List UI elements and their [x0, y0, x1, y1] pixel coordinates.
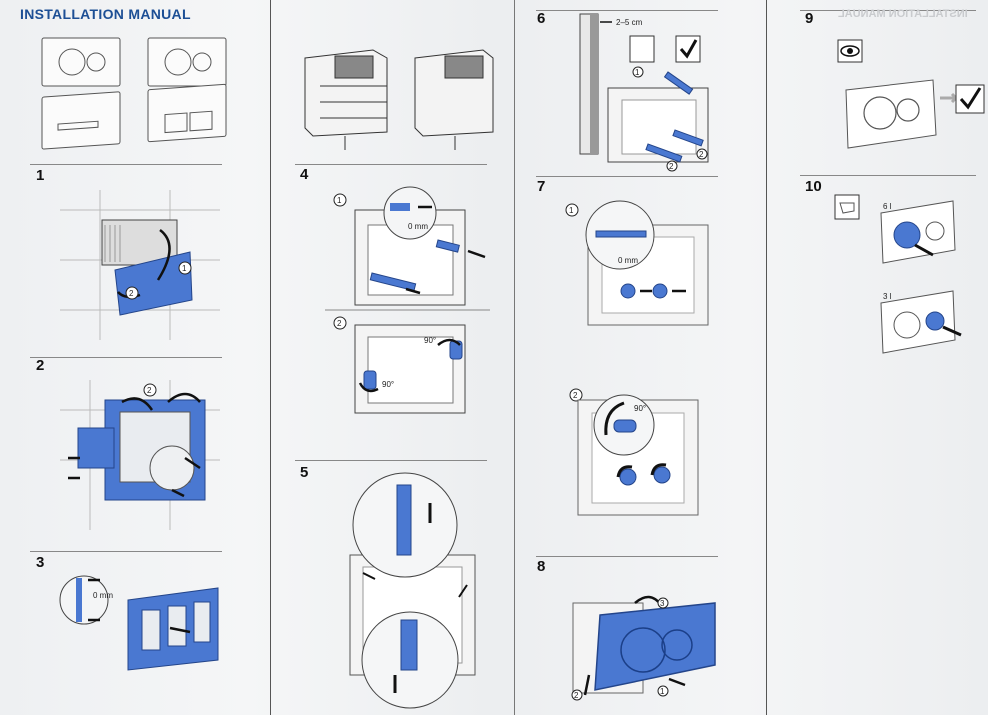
sub-label: 2 — [574, 691, 579, 700]
flush-volume-label: 3 l — [883, 292, 892, 301]
section-rule — [30, 164, 222, 165]
sub-label: 1 — [660, 687, 665, 696]
column-divider-2 — [514, 0, 515, 715]
step1-illustration: 1 2 — [60, 190, 220, 340]
mirrored-bleed-title: INSTALLATION MANUAL — [838, 8, 968, 20]
sub-label: 1 — [569, 206, 574, 215]
sub-label: 2 — [129, 289, 134, 298]
sub-label: 2 — [337, 319, 342, 328]
section-rule — [295, 164, 487, 165]
sub-label: 1 — [337, 196, 342, 205]
section-rule — [295, 460, 487, 461]
step-number-5: 5 — [300, 464, 309, 481]
angle-label: 90° — [424, 336, 436, 345]
step9-illustration — [837, 39, 985, 149]
sub-label: 3 — [660, 599, 665, 608]
section-rule — [536, 10, 718, 11]
measure-label: 0 mm — [618, 256, 638, 265]
sub-label: 1 — [182, 264, 187, 273]
measure-label: 0 mm — [93, 591, 113, 600]
sub-label: 1 — [635, 68, 640, 77]
sub-label: 2 — [147, 386, 152, 395]
sub-label: 2 — [669, 162, 674, 171]
section-rule — [800, 175, 976, 176]
step-number-2: 2 — [36, 357, 45, 374]
section-rule — [30, 357, 222, 358]
column-divider-1 — [270, 0, 271, 715]
step-number-7: 7 — [537, 178, 546, 195]
step6-illustration: 2–5 cm 1 2 2 — [579, 13, 709, 172]
step2-illustration: 2 — [60, 380, 220, 530]
sub-label: 2 — [699, 150, 704, 159]
angle-label: 90° — [382, 380, 394, 389]
step-number-10: 10 — [805, 178, 822, 195]
spacing-label: 2–5 cm — [616, 18, 643, 27]
step-number-8: 8 — [537, 558, 546, 575]
flush-plate-variants-illustration — [41, 37, 227, 150]
step7-illustration: 1 0 mm 2 90° — [565, 200, 709, 516]
step10-illustration: 6 l 3 l — [834, 194, 962, 354]
angle-label: 90° — [634, 404, 646, 413]
step-number-9: 9 — [805, 10, 814, 27]
section-rule — [536, 176, 718, 177]
step4-illustration: 1 0 mm 2 90° 90° — [325, 186, 490, 414]
cistern-frames-illustration — [304, 49, 494, 150]
manual-title: INSTALLATION MANUAL — [20, 6, 191, 22]
section-rule — [536, 556, 718, 557]
sub-label: 2 — [573, 391, 578, 400]
step5-illustration — [349, 472, 476, 709]
step-number-3: 3 — [36, 554, 45, 571]
section-rule — [30, 551, 222, 552]
step8-illustration: 3 2 1 — [571, 595, 716, 701]
section-rule — [800, 10, 976, 11]
step-number-1: 1 — [36, 167, 45, 184]
step-number-4: 4 — [300, 166, 309, 183]
step3-illustration: 0 mm — [59, 575, 219, 671]
column-divider-3 — [766, 0, 767, 715]
step-number-6: 6 — [537, 10, 546, 27]
measure-label: 0 mm — [408, 222, 428, 231]
flush-volume-label: 6 l — [883, 202, 892, 211]
